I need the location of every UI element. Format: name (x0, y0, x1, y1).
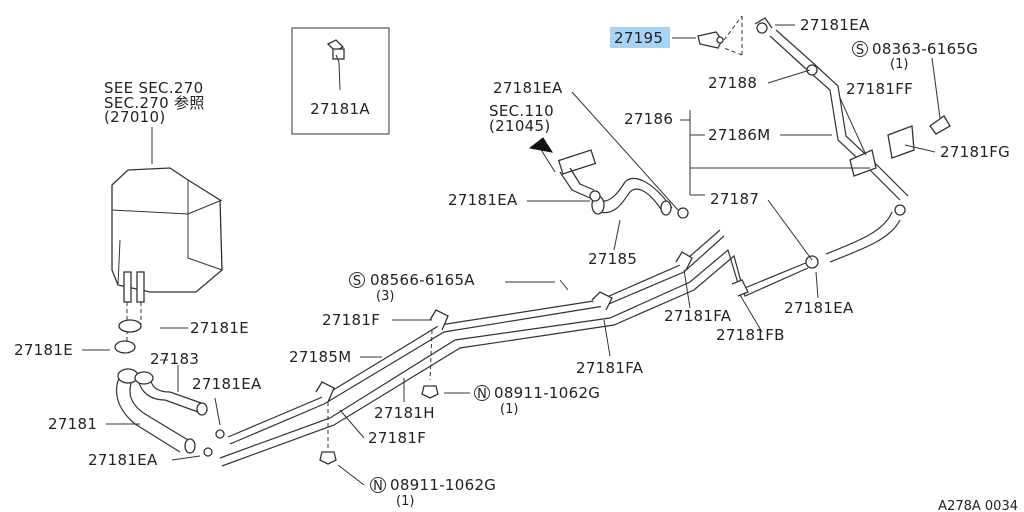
label-27181h[interactable]: 27181H (374, 404, 435, 422)
label-27181ff[interactable]: 27181FF (846, 80, 913, 98)
label-27181ea-top[interactable]: 27181EA (800, 16, 870, 34)
main-pipe-bundle (219, 229, 809, 467)
label-27181ea-mid[interactable]: 27181EA (493, 79, 563, 97)
label-08911-a-qty: (1) (500, 402, 518, 417)
hose-27185 (528, 137, 689, 219)
label-08566-qty: (3) (376, 289, 394, 304)
label-27181e-left[interactable]: 27181E (14, 341, 73, 359)
tube-27181-assembly (114, 319, 225, 457)
tube-27186 (697, 15, 951, 269)
label-n-symbol: N (373, 479, 383, 494)
leader-lines (82, 24, 941, 486)
n-symbol-icon (370, 477, 386, 493)
label-27181fg[interactable]: 27181FG (940, 143, 1010, 161)
label-s-symbol: S (353, 274, 361, 289)
label-27181a[interactable]: 27181A (310, 100, 370, 118)
label-27186m[interactable]: 27186M (708, 126, 770, 144)
label-27185m[interactable]: 27185M (289, 348, 351, 366)
label-08911-b-qty: (1) (396, 494, 414, 509)
s-symbol-icon (349, 272, 365, 288)
label-21045[interactable]: (21045) (489, 117, 551, 135)
label-27195[interactable]: 27195 (614, 29, 663, 47)
label-27181ea-right[interactable]: 27181EA (784, 299, 854, 317)
label-n-symbol: N (477, 387, 487, 402)
label-27181fa-a[interactable]: 27181FA (664, 307, 732, 325)
highlight-27195 (610, 27, 670, 48)
label-27010[interactable]: (27010) (104, 108, 166, 126)
label-sec110: SEC.110 (489, 102, 554, 120)
label-see-sec270: SEE SEC.270 (104, 79, 203, 97)
diagram-code: A278A 0034 (938, 499, 1018, 512)
label-27181ea-left[interactable]: 27181EA (448, 191, 518, 209)
label-08911-a[interactable]: 08911-1062G (494, 384, 600, 402)
label-08363-qty: (1) (890, 57, 908, 72)
label-27181fa-b[interactable]: 27181FA (576, 359, 644, 377)
label-27181ea-l2[interactable]: 27181EA (192, 375, 262, 393)
part-labels: 27195 27181EA S 08363-6165G (1) 27188 27… (14, 16, 1018, 512)
label-27181ea-bot[interactable]: 27181EA (88, 451, 158, 469)
n-symbol-icon (474, 385, 490, 401)
label-27187[interactable]: 27187 (710, 190, 759, 208)
label-s-symbol: S (856, 43, 864, 58)
label-27181fb[interactable]: 27181FB (716, 326, 785, 344)
label-08911-b[interactable]: 08911-1062G (390, 476, 496, 494)
label-27181f-b[interactable]: 27181F (368, 429, 426, 447)
label-27181[interactable]: 27181 (48, 415, 97, 433)
label-27181e-right[interactable]: 27181E (190, 319, 249, 337)
label-27186[interactable]: 27186 (624, 110, 673, 128)
s-symbol-icon (852, 41, 868, 57)
inset-bolt-27181a: 27181A (291, 27, 390, 135)
label-08566[interactable]: 08566-6165A (370, 271, 475, 289)
canister: SEE SEC.270 SEC.270 参照 (27010) (104, 79, 223, 345)
label-27181f-a[interactable]: 27181F (322, 311, 380, 329)
label-sec270-ref: SEC.270 参照 (104, 94, 205, 112)
label-27183[interactable]: 27183 (150, 350, 199, 368)
label-27188[interactable]: 27188 (708, 74, 757, 92)
label-08363[interactable]: 08363-6165G (872, 40, 978, 58)
label-27185[interactable]: 27185 (588, 250, 637, 268)
